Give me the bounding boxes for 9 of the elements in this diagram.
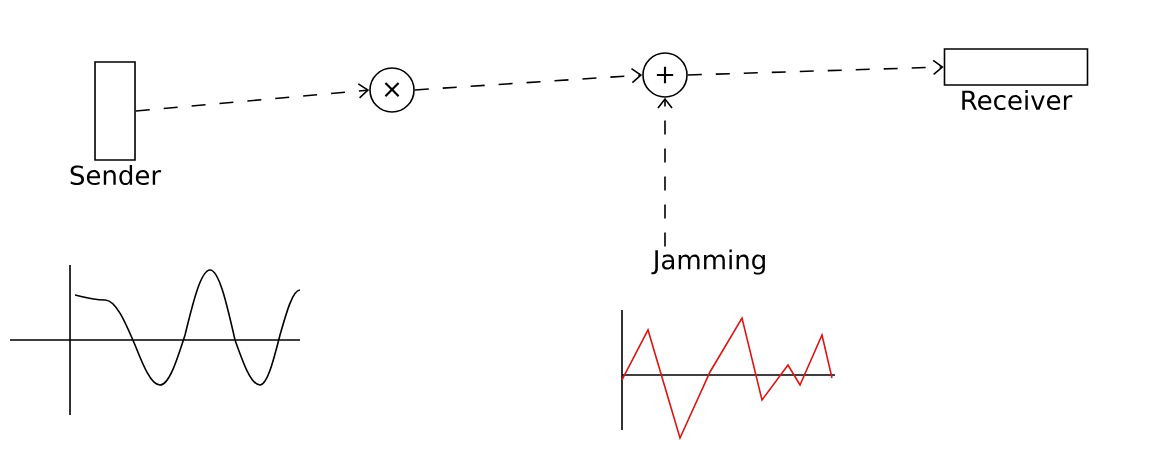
sender-box: Sender — [70, 61, 162, 186]
arrow — [657, 97, 673, 248]
arrow — [414, 67, 643, 91]
node-label: Receiver — [962, 89, 1073, 111]
arrow — [687, 59, 944, 76]
receiver-box: Receiver — [943, 48, 1089, 111]
node-label: Sender — [70, 164, 162, 186]
arrow — [135, 83, 370, 112]
jamming-label: Jamming — [651, 249, 765, 275]
